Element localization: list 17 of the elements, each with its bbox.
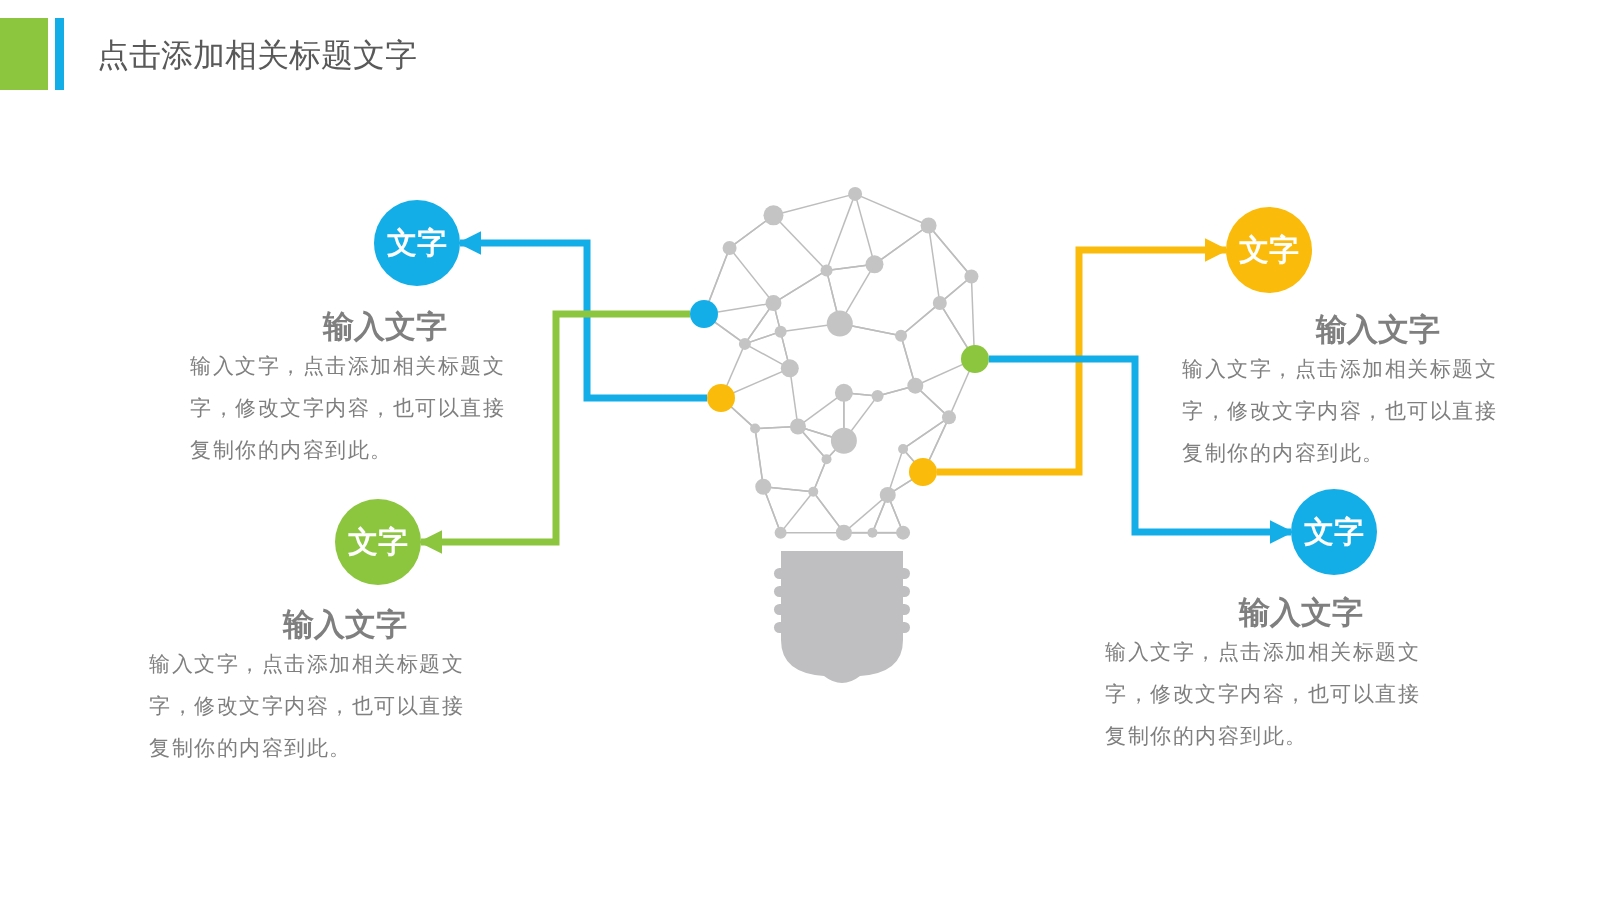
section-heading: 输入文字 <box>321 307 448 346</box>
dot-marker <box>690 300 718 328</box>
description-text: 输入文字，点击添加相关标题文字，修改文字内容，也可以直接复制你的内容到此。 <box>1182 356 1498 467</box>
dot-marker <box>707 384 735 412</box>
description-text: 输入文字，点击添加相关标题文字，修改文字内容，也可以直接复制你的内容到此。 <box>190 353 506 464</box>
description-text: 输入文字，点击添加相关标题文字，修改文字内容，也可以直接复制你的内容到此。 <box>1105 639 1421 750</box>
section-heading: 输入文字 <box>1237 593 1364 632</box>
label-circle: 文字 <box>1226 207 1312 293</box>
label-circle: 文字 <box>374 200 460 286</box>
label-circle: 文字 <box>1291 489 1377 575</box>
section-heading: 输入文字 <box>281 605 408 644</box>
page-title: 点击添加相关标题文字 <box>97 35 417 76</box>
dot-marker <box>961 345 989 373</box>
section-heading: 输入文字 <box>1314 310 1441 349</box>
dot-marker <box>909 458 937 486</box>
label-circle: 文字 <box>335 499 421 585</box>
description-text: 输入文字，点击添加相关标题文字，修改文字内容，也可以直接复制你的内容到此。 <box>149 651 465 762</box>
